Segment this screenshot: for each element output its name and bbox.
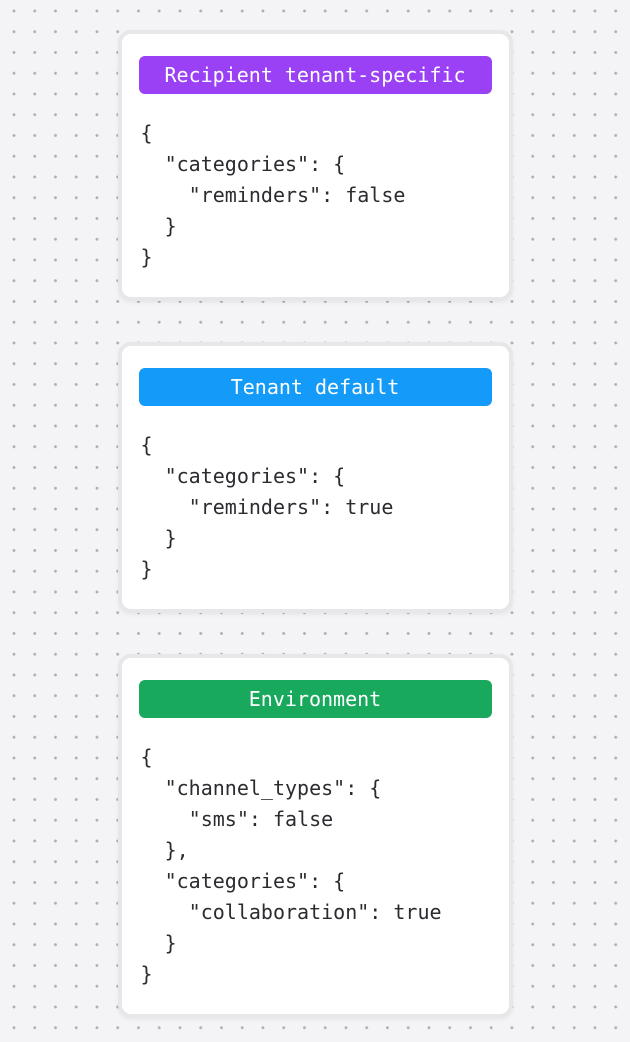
badge-environment: Environment: [138, 680, 492, 718]
code-block-tenant-default: { "categories": { "reminders": true } }: [140, 433, 394, 581]
code-block-recipient-tenant-specific: { "categories": { "reminders": false } }: [140, 121, 406, 269]
badge-tenant-default: Tenant default: [138, 368, 492, 406]
card-environment: Environment { "channel_types": { "sms": …: [117, 654, 513, 1018]
card-recipient-tenant-specific: Recipient tenant-specific { "categories"…: [117, 30, 513, 301]
card-tenant-default: Tenant default { "categories": { "remind…: [117, 342, 513, 613]
code-block-environment: { "channel_types": { "sms": false }, "ca…: [140, 745, 442, 986]
badge-recipient-tenant-specific: Recipient tenant-specific: [138, 56, 492, 94]
